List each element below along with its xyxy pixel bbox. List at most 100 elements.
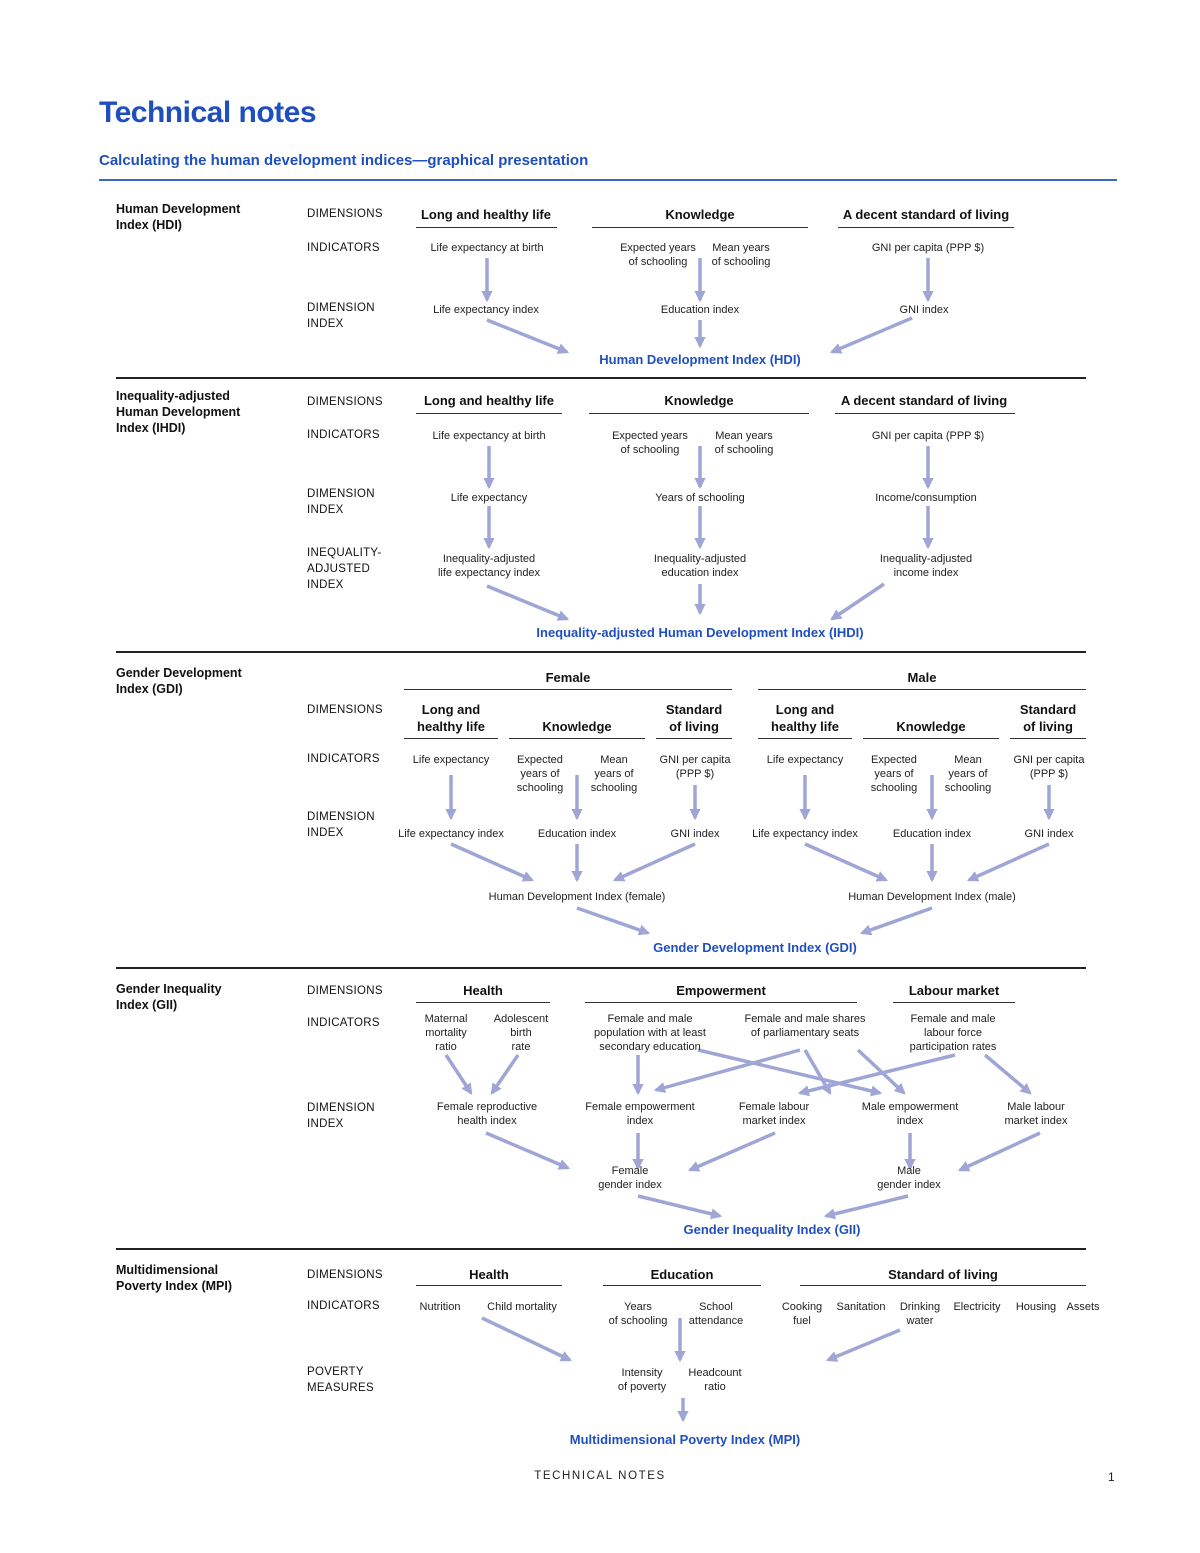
text-line: Cooking bbox=[781, 1301, 823, 1313]
hdi-title-line: Index (HDI) bbox=[116, 218, 182, 232]
label-line: INEQUALITY- bbox=[307, 547, 382, 559]
dimension-underline bbox=[863, 738, 999, 740]
gdi-f-di-gni: GNI index bbox=[670, 828, 720, 840]
hdi-dim-health: Long and healthy life bbox=[420, 207, 551, 222]
gii-dimension-index-label: DIMENSION INDEX bbox=[307, 1100, 397, 1132]
text-line: Adolescent bbox=[493, 1013, 549, 1025]
text-line: (PPP $) bbox=[1029, 768, 1069, 780]
dimension-underline bbox=[838, 227, 1014, 229]
gdi-hdi-female: Human Development Index (female) bbox=[488, 891, 666, 903]
text-line: mortality bbox=[425, 1027, 467, 1039]
label-line: MEASURES bbox=[307, 1382, 374, 1394]
text-line: Inequality-adjusted bbox=[879, 553, 973, 565]
hdi-dim-knowledge: Knowledge bbox=[665, 207, 735, 222]
text-line: birth bbox=[510, 1027, 532, 1039]
ihdi-ind-gni: GNI per capita (PPP $) bbox=[871, 430, 985, 442]
dimension-underline bbox=[1010, 738, 1086, 740]
hdi-dim-living: A decent standard of living bbox=[842, 207, 1010, 222]
hdi-dimensions-label: DIMENSIONS bbox=[307, 208, 383, 220]
gii-dim-health: Health bbox=[463, 983, 503, 998]
section-divider bbox=[116, 1248, 1086, 1250]
text-line: GNI per capita bbox=[659, 754, 731, 766]
page-title: Technical notes bbox=[99, 96, 317, 129]
ihdi-title-line: Inequality-adjusted bbox=[116, 389, 230, 403]
ihdi-ia-edu: Inequality-adjusted education index bbox=[654, 552, 746, 580]
gii-title-line: Gender Inequality bbox=[116, 982, 222, 996]
dimension-underline bbox=[509, 738, 645, 740]
ihdi-ia-life: Inequality-adjusted life expectancy inde… bbox=[438, 552, 540, 580]
text-line: schooling bbox=[870, 782, 918, 794]
text-line: of poverty bbox=[617, 1381, 667, 1393]
gdi-f-ind-gni: GNI per capita (PPP $) bbox=[660, 753, 731, 781]
gdi-section-title: Gender Development Index (GDI) bbox=[116, 665, 296, 697]
gdi-m-dim-knowledge: Knowledge bbox=[896, 719, 966, 734]
text-line: secondary education bbox=[599, 1041, 701, 1053]
mpi-ind-years-schooling: Years of schooling bbox=[609, 1300, 668, 1328]
ihdi-title-line: Index (IHDI) bbox=[116, 421, 186, 435]
text-line: School bbox=[699, 1301, 733, 1313]
text-line: of living bbox=[669, 719, 719, 734]
text-line: of living bbox=[1023, 719, 1073, 734]
text-line: gender index bbox=[877, 1179, 941, 1191]
mpi-ind-child-mortality: Child mortality bbox=[487, 1301, 557, 1313]
text-line: Female and male shares bbox=[744, 1013, 866, 1025]
gdi-f-dim-living: Standard of living bbox=[656, 701, 732, 735]
text-line: Mean years bbox=[715, 430, 773, 442]
ihdi-di-income: Income/consumption bbox=[875, 492, 977, 504]
ihdi-di-life: Life expectancy bbox=[450, 492, 528, 504]
text-line: life expectancy index bbox=[437, 567, 541, 579]
dimension-underline bbox=[592, 227, 808, 229]
ihdi-indicators-label: INDICATORS bbox=[307, 429, 380, 441]
ihdi-ind-expected: Expected years of schooling bbox=[612, 429, 688, 457]
dimension-underline bbox=[589, 413, 809, 415]
text-line: Headcount bbox=[688, 1367, 742, 1379]
gdi-m-dim-living: Standard of living bbox=[1010, 701, 1086, 735]
text-line: Female labour bbox=[738, 1101, 810, 1113]
text-line: Standard bbox=[665, 702, 723, 717]
gii-di-female-labour: Female labour market index bbox=[739, 1100, 809, 1128]
text-line: schooling bbox=[590, 782, 638, 794]
label-line: DIMENSION bbox=[307, 1102, 375, 1114]
gdi-m-di-life: Life expectancy index bbox=[752, 828, 858, 840]
mpi-pm-intensity: Intensity of poverty bbox=[618, 1366, 666, 1394]
mpi-section-title: Multidimensional Poverty Index (MPI) bbox=[116, 1262, 296, 1294]
text-line: Expected years bbox=[620, 242, 696, 254]
text-line: index bbox=[626, 1115, 654, 1127]
gii-female-gender-index: Female gender index bbox=[598, 1164, 662, 1192]
gdi-m-ind-expected: Expected years of schooling bbox=[871, 753, 917, 795]
text-line: Female and male bbox=[607, 1013, 693, 1025]
gdi-result: Gender Development Index (GDI) bbox=[653, 940, 857, 955]
text-line: Drinking bbox=[899, 1301, 941, 1313]
gii-ind-parliament: Female and male shares of parliamentary … bbox=[744, 1012, 865, 1040]
hdi-result: Human Development Index (HDI) bbox=[599, 352, 801, 367]
gii-ind-population: Female and male population with at least… bbox=[594, 1012, 706, 1054]
dimension-underline bbox=[835, 413, 1015, 415]
text-line: fuel bbox=[793, 1315, 811, 1327]
gdi-m-ind-gni: GNI per capita (PPP $) bbox=[1014, 753, 1085, 781]
hdi-section-title: Human Development Index (HDI) bbox=[116, 201, 296, 233]
dimension-underline bbox=[404, 689, 732, 691]
text-line: of schooling bbox=[628, 256, 688, 268]
section-divider bbox=[116, 651, 1086, 653]
header-rule bbox=[99, 179, 1117, 181]
ihdi-di-edu: Years of schooling bbox=[655, 492, 745, 504]
label-line: INDEX bbox=[307, 1118, 344, 1130]
text-line: healthy life bbox=[771, 719, 839, 734]
text-line: Male empowerment bbox=[861, 1101, 959, 1113]
dimension-underline bbox=[416, 227, 557, 229]
text-line: Maternal bbox=[424, 1013, 468, 1025]
ihdi-dim-living: A decent standard of living bbox=[840, 393, 1008, 408]
text-line: rate bbox=[511, 1041, 531, 1053]
ihdi-title-line: Human Development bbox=[116, 405, 241, 419]
gdi-hdi-male: Human Development Index (male) bbox=[848, 891, 1016, 903]
gii-ind-adolescent: Adolescent birth rate bbox=[494, 1012, 548, 1054]
ihdi-ind-mean: Mean years of schooling bbox=[715, 429, 774, 457]
text-line: market index bbox=[1004, 1115, 1068, 1127]
text-line: (PPP $) bbox=[675, 768, 715, 780]
text-line: water bbox=[906, 1315, 934, 1327]
text-line: healthy life bbox=[417, 719, 485, 734]
gii-di-reproductive: Female reproductive health index bbox=[437, 1100, 537, 1128]
text-line: years of bbox=[874, 768, 914, 780]
text-line: index bbox=[896, 1115, 924, 1127]
mpi-dimensions-label: DIMENSIONS bbox=[307, 1269, 383, 1281]
